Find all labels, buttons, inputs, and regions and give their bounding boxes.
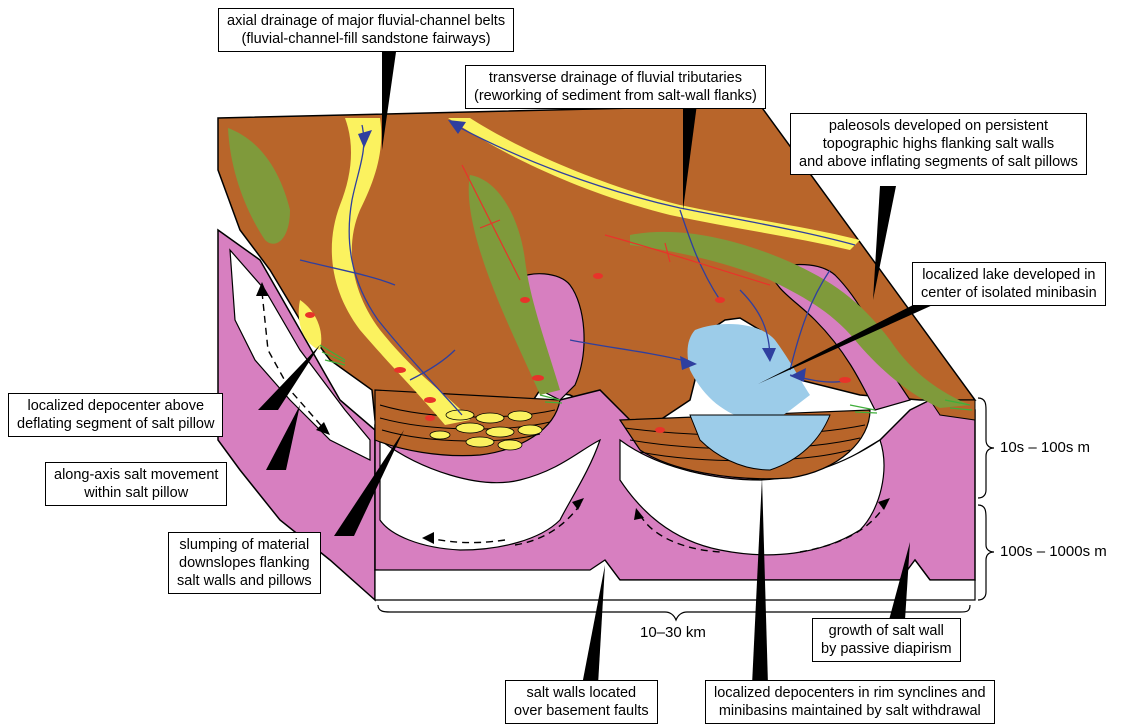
callout-line: over basement faults — [514, 702, 649, 720]
callout-line: localized depocenter above — [17, 397, 214, 415]
callout-line: salt walls and pillows — [177, 572, 312, 590]
axial-drainage-callout: axial drainage of major fluvial-channel … — [218, 8, 514, 52]
lower-thickness-scale: 100s – 1000s m — [1000, 543, 1107, 560]
transverse-drainage-callout: transverse drainage of fluvial tributari… — [465, 65, 766, 109]
slumping-callout: slumping of material downslopes flanking… — [168, 532, 321, 594]
width-scale: 10–30 km — [640, 624, 706, 641]
callout-line: paleosols developed on persistent — [799, 117, 1078, 135]
callout-line: localized lake developed in — [921, 266, 1097, 284]
callout-line: center of isolated minibasin — [921, 284, 1097, 302]
callout-line: localized depocenters in rim synclines a… — [714, 684, 986, 702]
callout-line: transverse drainage of fluvial tributari… — [474, 69, 757, 87]
callout-line: by passive diapirism — [821, 640, 952, 658]
callout-line: and above inflating segments of salt pil… — [799, 153, 1078, 171]
callout-line: along-axis salt movement — [54, 466, 218, 484]
lake-callout: localized lake developed in center of is… — [912, 262, 1106, 306]
callout-line: slumping of material — [177, 536, 312, 554]
paleosols-callout: paleosols developed on persistent topogr… — [790, 113, 1087, 175]
salt-walls-basement-callout: salt walls located over basement faults — [505, 680, 658, 724]
callout-line: salt walls located — [514, 684, 649, 702]
callout-line: deflating segment of salt pillow — [17, 415, 214, 433]
upper-thickness-scale: 10s – 100s m — [1000, 439, 1090, 456]
salt-wall-growth-callout: growth of salt wall by passive diapirism — [812, 618, 961, 662]
callout-line: growth of salt wall — [821, 622, 952, 640]
callout-line: within salt pillow — [54, 484, 218, 502]
callout-line: minibasins maintained by salt withdrawal — [714, 702, 986, 720]
callout-line: (fluvial-channel-fill sandstone fairways… — [227, 30, 505, 48]
along-axis-callout: along-axis salt movement within salt pil… — [45, 462, 227, 506]
callout-line: (reworking of sediment from salt-wall fl… — [474, 87, 757, 105]
rim-synclines-callout: localized depocenters in rim synclines a… — [705, 680, 995, 724]
callout-line: axial drainage of major fluvial-channel … — [227, 12, 505, 30]
callout-line: downslopes flanking — [177, 554, 312, 572]
deflating-depocenter-callout: localized depocenter above deflating seg… — [8, 393, 223, 437]
callout-line: topographic highs flanking salt walls — [799, 135, 1078, 153]
